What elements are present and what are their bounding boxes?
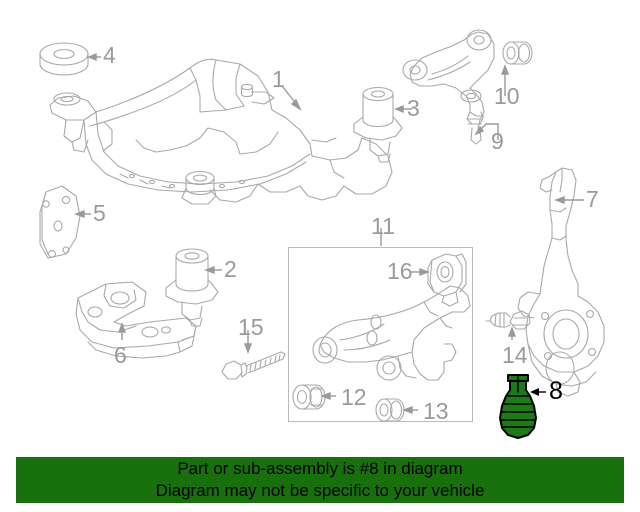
part-14-bolt: [485, 310, 531, 330]
callout-label-3: 3: [407, 95, 420, 121]
callout-label-6: 6: [114, 342, 127, 368]
part-11-lower-control-arm: [312, 285, 471, 381]
notice-line-1: Part or sub-assembly is #8 in diagram: [177, 459, 463, 478]
callout-label-12: 12: [341, 384, 367, 410]
callout-label-15: 15: [238, 314, 264, 340]
callout-label-4: 4: [103, 42, 116, 68]
callout-label-14: 14: [502, 342, 528, 368]
part-10-bushing: [502, 41, 533, 65]
callout-label-11: 11: [371, 213, 395, 239]
callout-label-2: 2: [224, 256, 237, 282]
part-6-support-bracket: [75, 281, 197, 359]
part-1-subframe: [49, 58, 393, 205]
group-box-11: [288, 247, 473, 422]
callout-label-16: 16: [387, 258, 413, 284]
notice-line-2: Diagram may not be specific to your vehi…: [155, 481, 485, 500]
part-2-bushing: [165, 248, 219, 327]
callout-label-5: 5: [93, 200, 106, 226]
callout-label-10: 10: [494, 83, 520, 109]
notice-banner: Part or sub-assembly is #8 in diagram Di…: [16, 457, 624, 503]
callout-label-1: 1: [272, 66, 285, 92]
part-15-bolt: [221, 351, 286, 380]
callout-label-7: 7: [586, 186, 599, 212]
callout-label-8: 8: [549, 377, 563, 405]
part-8-lower-ball-joint-highlighted: [499, 374, 537, 439]
callout-label-9: 9: [491, 128, 504, 154]
part-5-bracket: [39, 185, 81, 259]
part-16-bushing-bracket: [427, 253, 467, 307]
part-4-washer: [39, 42, 89, 76]
part-upper-control-arm: [402, 29, 495, 145]
callout-label-13: 13: [423, 398, 449, 424]
callout-leaders: [74, 52, 584, 415]
part-3-bushing: [353, 86, 403, 163]
